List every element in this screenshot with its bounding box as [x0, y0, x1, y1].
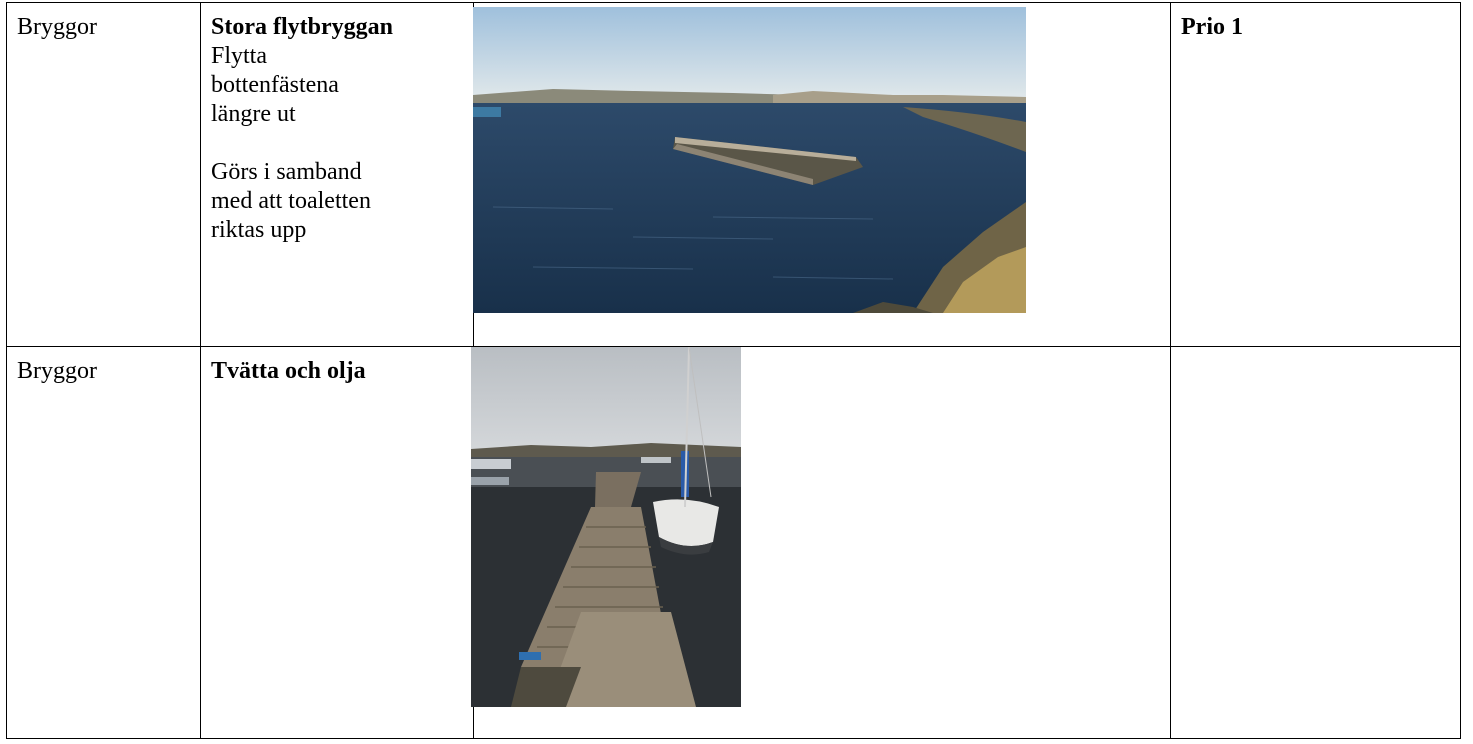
table-row: Bryggor Tvätta och olja — [6, 346, 1461, 739]
task-title: Tvätta och olja — [211, 358, 366, 384]
wooden-pier-sailboat-photo-icon — [471, 347, 741, 707]
task-line: bottenfästena — [211, 72, 339, 98]
harbor-floating-dock-photo-icon — [473, 7, 1026, 313]
task-table: Bryggor Stora flytbryggan Flytta bottenf… — [6, 2, 1461, 739]
priority-label: Prio 1 — [1181, 14, 1243, 40]
photo-cell — [473, 2, 1171, 347]
task-title: Stora flytbryggan — [211, 14, 393, 40]
category-label: Bryggor — [17, 14, 97, 40]
priority-cell — [1170, 346, 1461, 739]
category-cell: Bryggor — [6, 2, 201, 347]
task-line: Flytta — [211, 43, 268, 69]
task-cell: Stora flytbryggan Flytta bottenfästena l… — [200, 2, 474, 347]
task-note-line: riktas upp — [211, 217, 307, 243]
table-row: Bryggor Stora flytbryggan Flytta bottenf… — [6, 2, 1461, 347]
photo-cell — [471, 346, 1171, 739]
priority-cell: Prio 1 — [1170, 2, 1461, 347]
category-cell: Bryggor — [6, 346, 201, 739]
task-note-line: Görs i samband — [211, 159, 362, 185]
task-note-line: med att toaletten — [211, 188, 371, 214]
category-label: Bryggor — [17, 358, 97, 384]
task-line: längre ut — [211, 101, 296, 127]
task-cell: Tvätta och olja — [200, 346, 474, 739]
